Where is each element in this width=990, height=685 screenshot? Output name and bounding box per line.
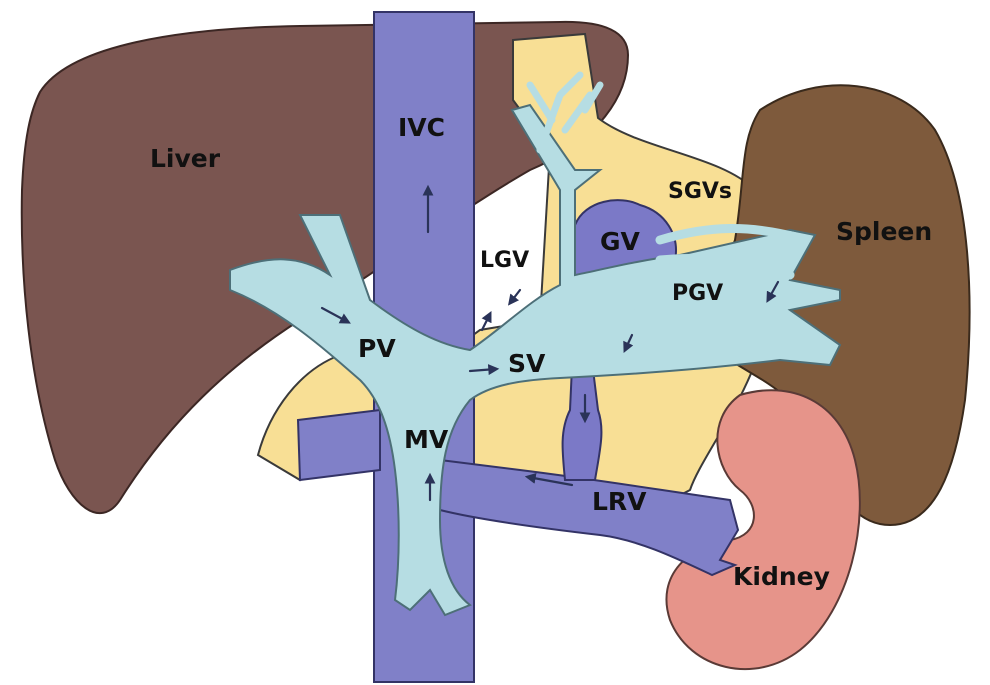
lgv-flow-arrow xyxy=(510,290,520,303)
label-mv: MV xyxy=(404,425,449,454)
left-lower-vein xyxy=(298,410,380,480)
label-pv: PV xyxy=(358,334,396,363)
label-lrv: LRV xyxy=(592,487,647,516)
label-ivc: IVC xyxy=(398,113,445,142)
label-liver: Liver xyxy=(150,144,221,173)
label-spleen: Spleen xyxy=(836,217,932,246)
label-lgv: LGV xyxy=(480,248,529,273)
label-sgvs: SGVs xyxy=(668,179,732,204)
label-gv: GV xyxy=(600,227,641,256)
label-sv: SV xyxy=(508,349,546,378)
label-pgv: PGV xyxy=(672,281,723,306)
label-kidney: Kidney xyxy=(733,562,830,591)
